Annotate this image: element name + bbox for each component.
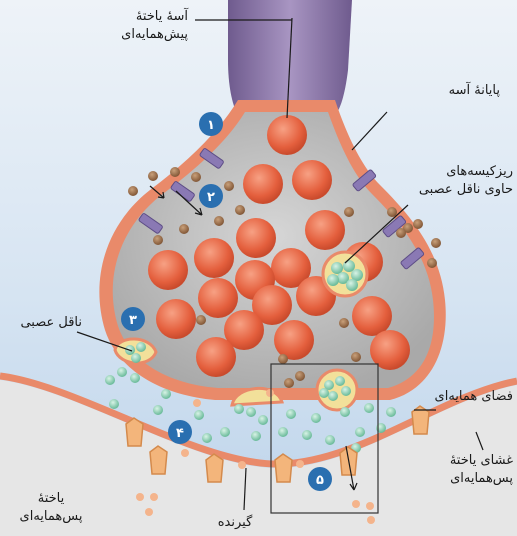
step-badge-3-text: ۳: [129, 313, 137, 328]
step-badge-1: ۱: [199, 112, 223, 136]
step-badge-5: ۵: [308, 467, 332, 491]
neurotransmitter-vesicle: [323, 252, 367, 296]
step-badge-4-text: ۴: [176, 426, 184, 441]
label-axon-terminal: پایانهٔ آسه: [400, 82, 500, 100]
label-synaptic-cleft: فضای همایه‌ای: [405, 388, 513, 406]
step-badge-2-text: ۲: [207, 190, 215, 205]
label-postsynaptic-membrane-line2: پس‌همایه‌ای: [405, 470, 513, 488]
label-vesicles-line1: ریزکیسه‌های: [395, 163, 513, 181]
fusing-vesicle-left: [115, 339, 156, 363]
step-badge-2: ۲: [199, 184, 223, 208]
label-neurotransmitter: ناقل عصبی: [2, 314, 82, 332]
step-badge-5-text: ۵: [316, 473, 324, 488]
step-badge-1-text: ۱: [207, 118, 215, 133]
label-postsynaptic-cell-line2: پس‌همایه‌ای: [2, 508, 100, 526]
step-badge-3: ۳: [121, 307, 145, 331]
label-vesicles: ریزکیسه‌های حاوی ناقل عصبی: [395, 163, 513, 199]
label-vesicles-line2: حاوی ناقل عصبی: [395, 181, 513, 199]
label-postsynaptic-membrane: غشای یاختهٔ پس‌همایه‌ای: [405, 452, 513, 488]
label-postsynaptic-membrane-line1: غشای یاختهٔ: [405, 452, 513, 470]
step-badge-4: ۴: [168, 420, 192, 444]
label-postsynaptic-cell: یاختهٔ پس‌همایه‌ای: [2, 490, 100, 526]
label-receptor: گیرنده: [200, 514, 270, 532]
label-presynaptic-axon: آسهٔ یاختهٔ پیش‌همایه‌ای: [70, 8, 188, 44]
label-postsynaptic-cell-line1: یاختهٔ: [2, 490, 100, 508]
fusing-vesicle-right: [317, 370, 357, 410]
label-presynaptic-axon-line1: آسهٔ یاختهٔ: [70, 8, 188, 26]
label-presynaptic-axon-line2: پیش‌همایه‌ای: [70, 26, 188, 44]
